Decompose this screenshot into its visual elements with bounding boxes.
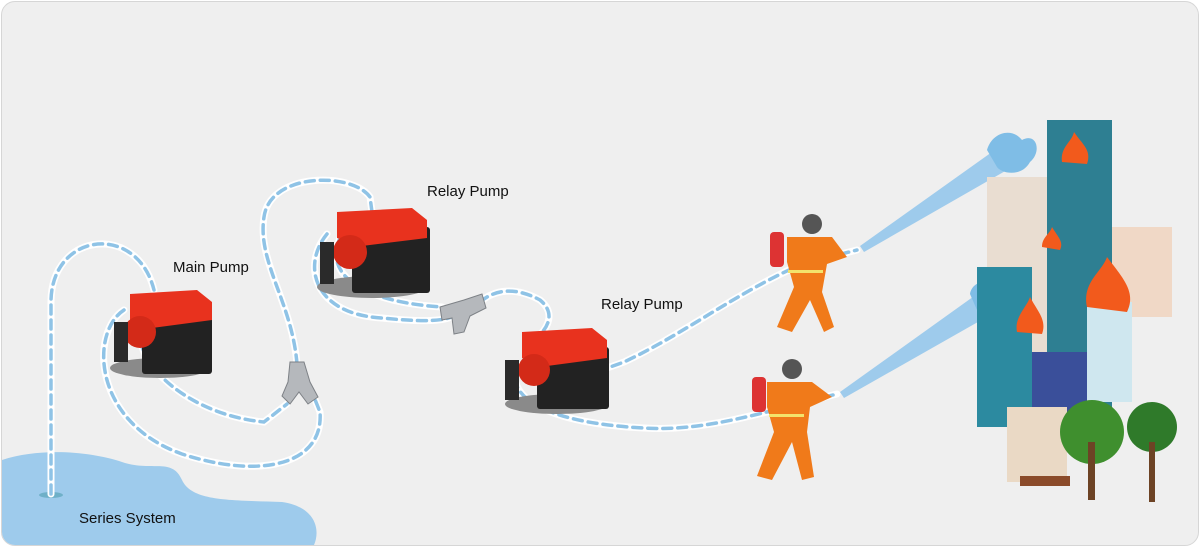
main-pump-label: Main Pump — [173, 259, 249, 276]
main-pump-illustration — [110, 290, 212, 378]
water-source-pool — [2, 452, 317, 545]
hose-relay1-to-y2-a — [312, 232, 459, 323]
fire-icon — [1042, 227, 1062, 250]
relay-pump-1-label: Relay Pump — [427, 183, 509, 200]
fire-icon — [1061, 132, 1089, 164]
firefighter-2 — [752, 359, 832, 480]
water-splash-1 — [987, 132, 1037, 173]
y-connector-1 — [281, 361, 319, 405]
hose-main-to-y1-a — [101, 308, 322, 468]
hose-y1-to-relay1 — [261, 178, 374, 366]
water-jet-1 — [860, 152, 1007, 252]
fire-icon — [1016, 297, 1044, 334]
fire-icon — [1086, 257, 1131, 312]
relay-pump-2-illustration — [505, 328, 609, 414]
relay-pump-2-label: Relay Pump — [601, 296, 683, 313]
y-connector-2 — [439, 293, 487, 335]
fire-flames — [1016, 132, 1131, 334]
series-system-label: Series System — [79, 510, 176, 527]
water-jet-2 — [840, 294, 992, 398]
hose-y2-to-relay2 — [478, 289, 551, 342]
firefighter-1 — [770, 214, 847, 332]
relay-pump-1-illustration — [317, 208, 430, 298]
city-buildings — [977, 120, 1177, 502]
